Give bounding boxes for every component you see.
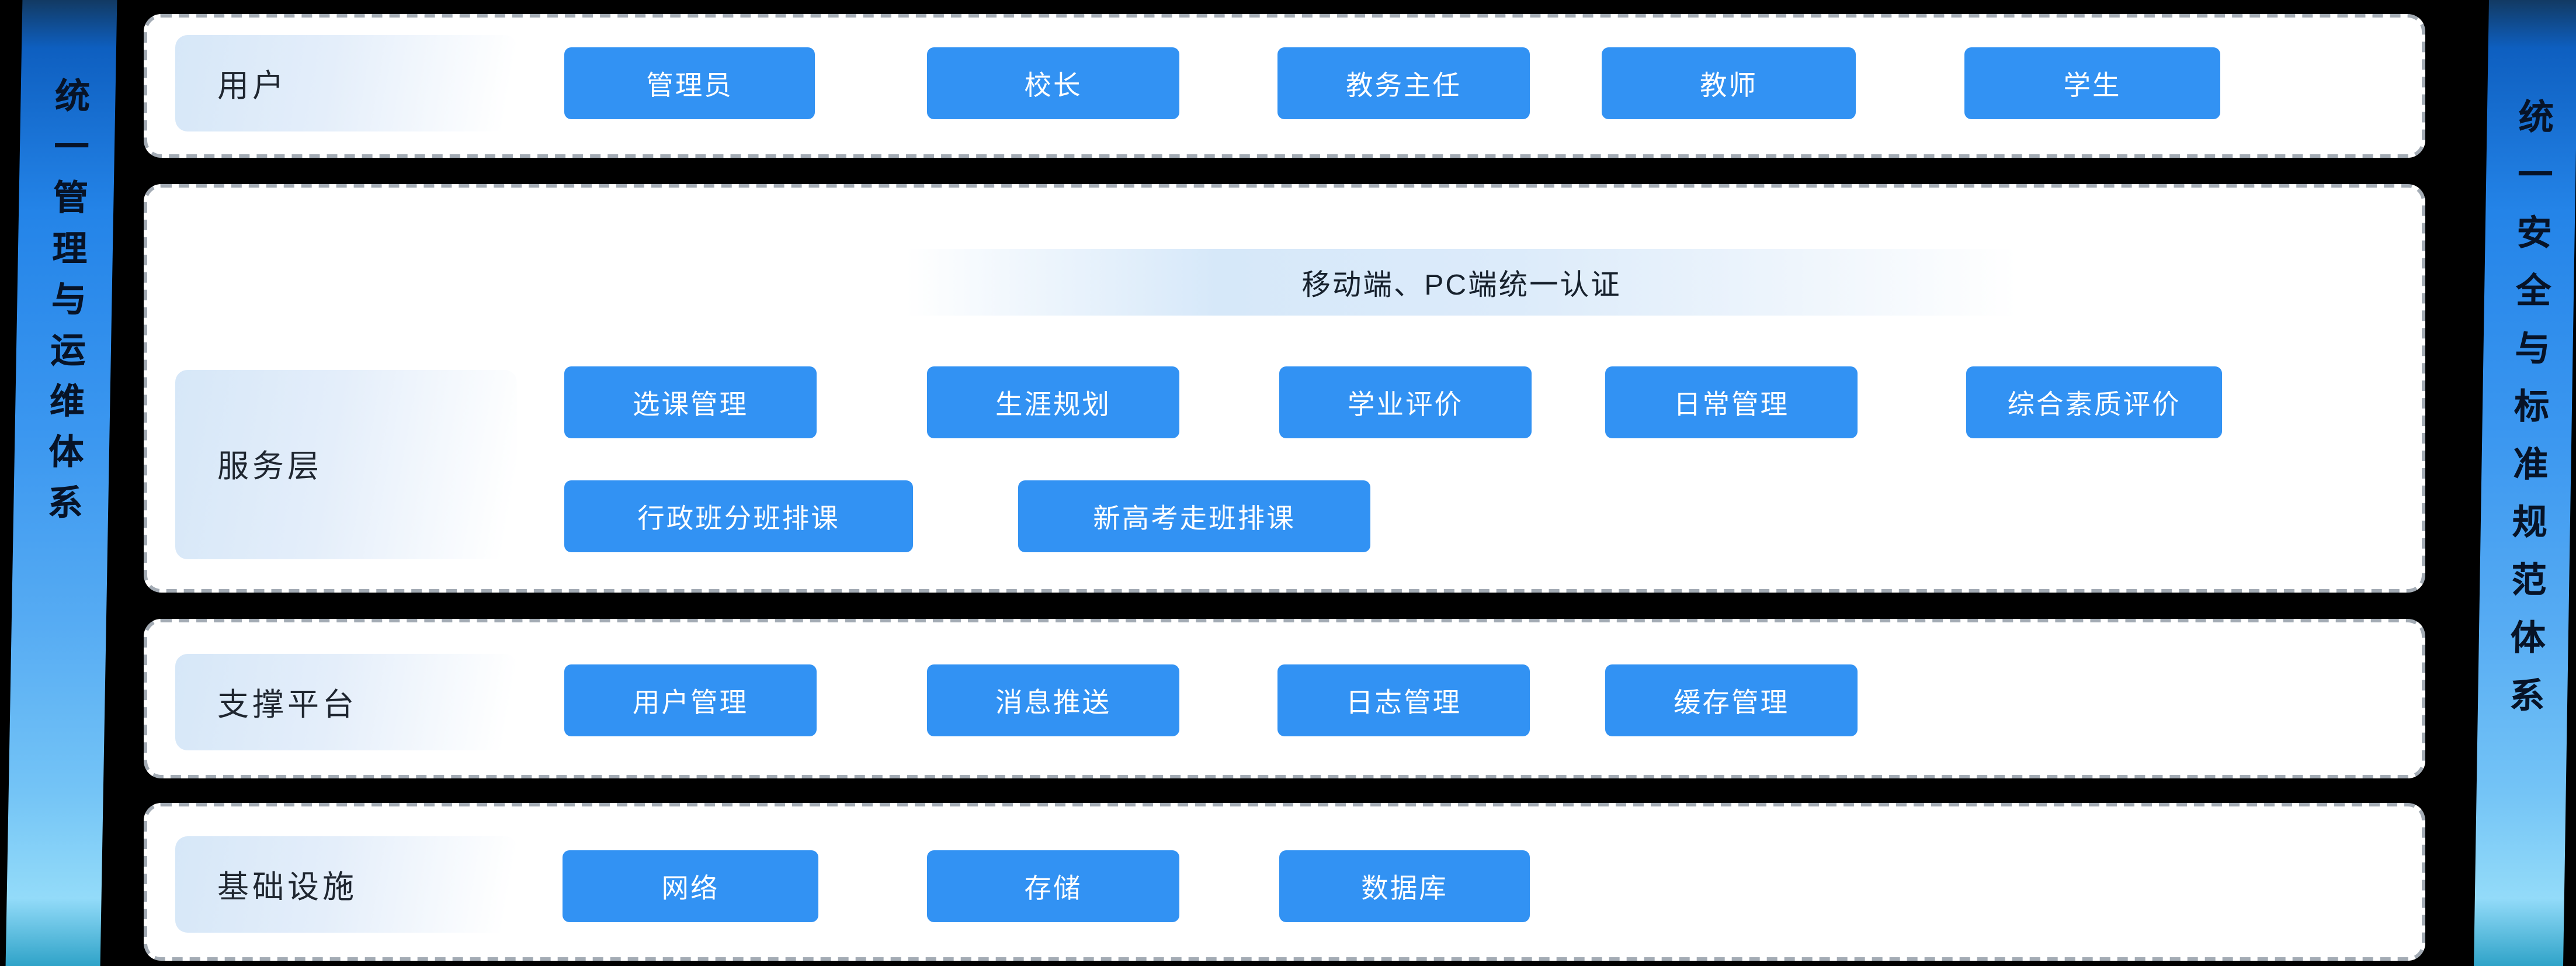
- layer-panel-infrastructure: 基础设施 网络 存储 数据库: [144, 803, 2425, 961]
- right-ribbon-label: 统一安全与标准规范体系: [2502, 98, 2551, 735]
- unified-auth-banner: 移动端、PC端统一认证: [906, 249, 2017, 316]
- node-database: 数据库: [1279, 850, 1530, 922]
- node-student: 学生: [1964, 47, 2220, 119]
- layer-label-support-text: 支撑平台: [217, 686, 357, 722]
- node-teacher: 教师: [1602, 47, 1856, 119]
- node-storage: 存储: [927, 850, 1179, 922]
- node-principal: 校长: [927, 47, 1179, 119]
- node-message-push: 消息推送: [927, 664, 1179, 736]
- layer-panel-users: 用户 管理员 校长 教务主任 教师 学生: [144, 14, 2425, 158]
- node-new-gaokao-scheduling: 新高考走班排课: [1018, 480, 1370, 552]
- layer-label-users: 用户: [175, 35, 517, 131]
- node-user-management: 用户管理: [564, 664, 817, 736]
- left-ribbon: 统一管理与运维体系: [5, 0, 117, 966]
- layer-label-support: 支撑平台: [175, 654, 517, 750]
- layer-label-services-text: 服务层: [217, 449, 322, 484]
- node-comprehensive-quality-evaluation: 综合素质评价: [1966, 366, 2222, 438]
- node-daily-management: 日常管理: [1605, 366, 1858, 438]
- node-academic-evaluation: 学业评价: [1279, 366, 1532, 438]
- node-network: 网络: [563, 850, 818, 922]
- node-dean: 教务主任: [1277, 47, 1530, 119]
- layer-panel-services: 移动端、PC端统一认证 服务层 选课管理 生涯规划 学业评价 日常管理 综合素质…: [144, 184, 2425, 593]
- left-ribbon-label: 统一管理与运维体系: [41, 77, 88, 535]
- layer-label-services: 服务层: [175, 370, 517, 559]
- layer-panel-support: 支撑平台 用户管理 消息推送 日志管理 缓存管理: [144, 619, 2425, 778]
- node-career-planning: 生涯规划: [927, 366, 1179, 438]
- node-cache-management: 缓存管理: [1605, 664, 1858, 736]
- layer-label-infrastructure: 基础设施: [175, 836, 517, 933]
- node-log-management: 日志管理: [1277, 664, 1530, 736]
- layer-label-infrastructure-text: 基础设施: [217, 868, 357, 904]
- node-admin: 管理员: [564, 47, 815, 119]
- unified-auth-banner-text: 移动端、PC端统一认证: [1301, 270, 1622, 302]
- node-course-selection: 选课管理: [564, 366, 817, 438]
- layer-label-users-text: 用户: [217, 67, 287, 103]
- node-admin-class-scheduling: 行政班分班排课: [564, 480, 913, 552]
- right-ribbon: 统一安全与标准规范体系: [2474, 0, 2576, 966]
